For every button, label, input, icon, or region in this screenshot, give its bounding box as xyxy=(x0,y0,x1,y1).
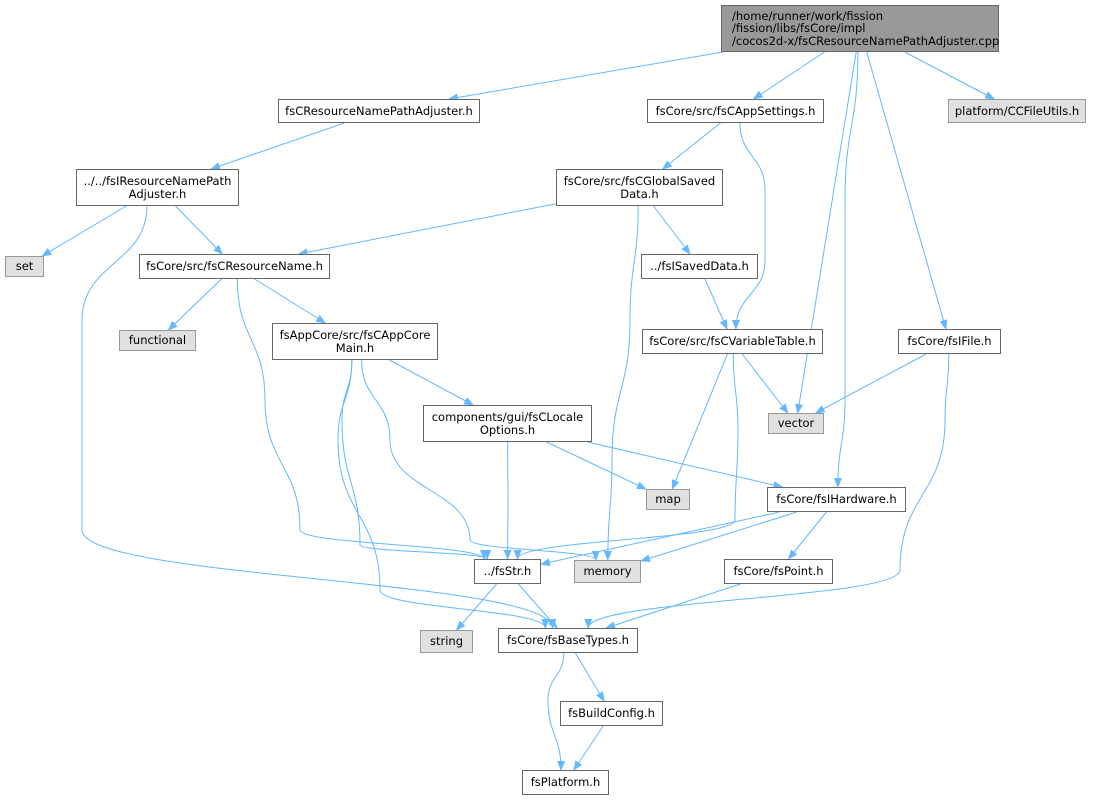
graph-node-vector: vector xyxy=(768,413,824,434)
edge-fsIResourceNamePathAdjuster_h-to-fsBaseTypes_h xyxy=(81,205,557,629)
edge-fsCGlobalSavedData_h-to-fsCResourceName_h xyxy=(297,203,557,257)
edge-fsStr_h-to-string xyxy=(455,583,497,631)
graph-node-string: string xyxy=(420,630,473,653)
edge-fsISavedData_h-to-fsCVariableTable_h xyxy=(704,278,728,330)
graph-node-fsstr-h[interactable]: ../fsStr.h xyxy=(474,559,541,584)
edge-fsCResourceName_h-to-functional xyxy=(167,278,222,331)
graph-node-fsifile-h[interactable]: fsCore/fsIFile.h xyxy=(898,329,1001,354)
edge-fsCVariableTable_h-to-vector xyxy=(741,353,789,414)
graph-node-fspoint-h[interactable]: fsCore/fsPoint.h xyxy=(724,559,833,584)
edge-root-to-CCFileUtils_h xyxy=(904,51,996,100)
edge-fsIHardware_h-to-memory xyxy=(640,511,797,563)
edge-fsCLocaleOptions_h-to-fsIHardware_h xyxy=(587,441,784,489)
graph-node-memory: memory xyxy=(574,560,641,583)
edge-fsIResourceNamePathAdjuster_h-to-fsCResourceName_h xyxy=(175,205,224,255)
graph-node-fsihardware-h[interactable]: fsCore/fsIHardware.h xyxy=(767,487,906,512)
edge-fsCGlobalSavedData_h-to-fsISavedData_h xyxy=(653,205,691,255)
graph-node-fscglobalsaveddata-h[interactable]: fsCore/src/fsCGlobalSaved Data.h xyxy=(556,169,723,206)
edge-fsIHardware_h-to-fsPoint_h xyxy=(787,511,827,560)
edge-fsBuildConfig_h-to-fsPlatform_h xyxy=(573,725,604,771)
graph-node-fscresourcenamepathadjuster-h[interactable]: fsCResourceNamePathAdjuster.h xyxy=(278,99,480,123)
edge-fsCAppCoreMain_h-to-fsBaseTypes_h xyxy=(337,359,550,629)
graph-node-fscvariabletable-h[interactable]: fsCore/src/fsCVariableTable.h xyxy=(642,329,823,354)
edge-fsPoint_h-to-fsBaseTypes_h xyxy=(605,583,741,629)
edge-fsCResourceName_h-to-fsStr_h xyxy=(236,278,488,560)
graph-node-fsbuildconfig-h[interactable]: fsBuildConfig.h xyxy=(560,701,663,726)
edge-fsIFile_h-to-fsBaseTypes_h xyxy=(584,353,950,629)
edge-root-to-fsIFile_h xyxy=(866,51,948,330)
edge-fsBaseTypes_h-to-fsBuildConfig_h xyxy=(575,652,605,702)
edge-fsCGlobalSavedData_h-to-memory xyxy=(603,205,639,561)
edge-fsBaseTypes_h-to-fsPlatform_h xyxy=(547,652,566,771)
edge-fsCAppCoreMain_h-to-fsCLocaleOptions_h xyxy=(389,359,474,406)
graph-node-fscappcoremain-h[interactable]: fsAppCore/src/fsCAppCore Main.h xyxy=(272,323,438,360)
edge-fsCAppSettings_h-to-fsCGlobalSavedData_h xyxy=(661,122,721,170)
edge-root-to-fsCAppSettings_h xyxy=(752,51,825,100)
edge-fsIFile_h-to-vector xyxy=(814,353,927,414)
edge-root-to-fsIHardware_h xyxy=(833,51,859,488)
edge-fsCAppCoreMain_h-to-fsStr_h xyxy=(341,359,492,560)
graph-node-fscresourcename-h[interactable]: fsCore/src/fsCResourceName.h xyxy=(139,254,330,279)
graph-node-functional: functional xyxy=(119,330,196,351)
graph-node-set: set xyxy=(5,256,44,277)
graph-node-fscappsettings-h[interactable]: fsCore/src/fsCAppSettings.h xyxy=(647,99,824,123)
edge-fsCVariableTable_h-to-map xyxy=(671,353,728,490)
graph-node-ccfileutils-h: platform/CCFileUtils.h xyxy=(948,99,1086,123)
edge-root-to-fsCResourceNamePathAdjuster_h xyxy=(447,51,724,102)
edge-fsCResourceNamePathAdjuster_h-to-fsIResourceNamePathAdjuster_h xyxy=(210,122,345,170)
graph-node-fsbasetypes-h[interactable]: fsCore/fsBaseTypes.h xyxy=(498,628,638,653)
graph-node-fsplatform-h[interactable]: fsPlatform.h xyxy=(522,770,609,795)
edge-fsCAppCoreMain_h-to-memory xyxy=(361,359,600,561)
graph-node-map: map xyxy=(646,489,690,510)
edge-layer xyxy=(41,51,996,771)
edge-fsIResourceNamePathAdjuster_h-to-set xyxy=(41,205,127,257)
graph-node-fsisaveddata-h[interactable]: ../fsISavedData.h xyxy=(641,254,758,279)
graph-node-root: /home/runner/work/fission /fission/libs/… xyxy=(721,5,999,52)
edge-fsStr_h-to-fsBaseTypes_h xyxy=(518,583,558,629)
edge-fsIHardware_h-to-fsStr_h xyxy=(540,511,780,567)
edge-fsCAppSettings_h-to-fsCVariableTable_h xyxy=(731,122,766,330)
graph-node-fsiresourcenamepathadjuster-h[interactable]: ../../fsIResourceNamePath Adjuster.h xyxy=(76,169,239,206)
edge-fsCResourceName_h-to-fsCAppCoreMain_h xyxy=(254,278,327,324)
edge-fsCVariableTable_h-to-fsStr_h xyxy=(513,353,739,560)
edge-fsCLocaleOptions_h-to-map xyxy=(546,441,647,490)
graph-node-fsclocaleoptions-h[interactable]: components/gui/fsCLocale Options.h xyxy=(423,405,592,442)
